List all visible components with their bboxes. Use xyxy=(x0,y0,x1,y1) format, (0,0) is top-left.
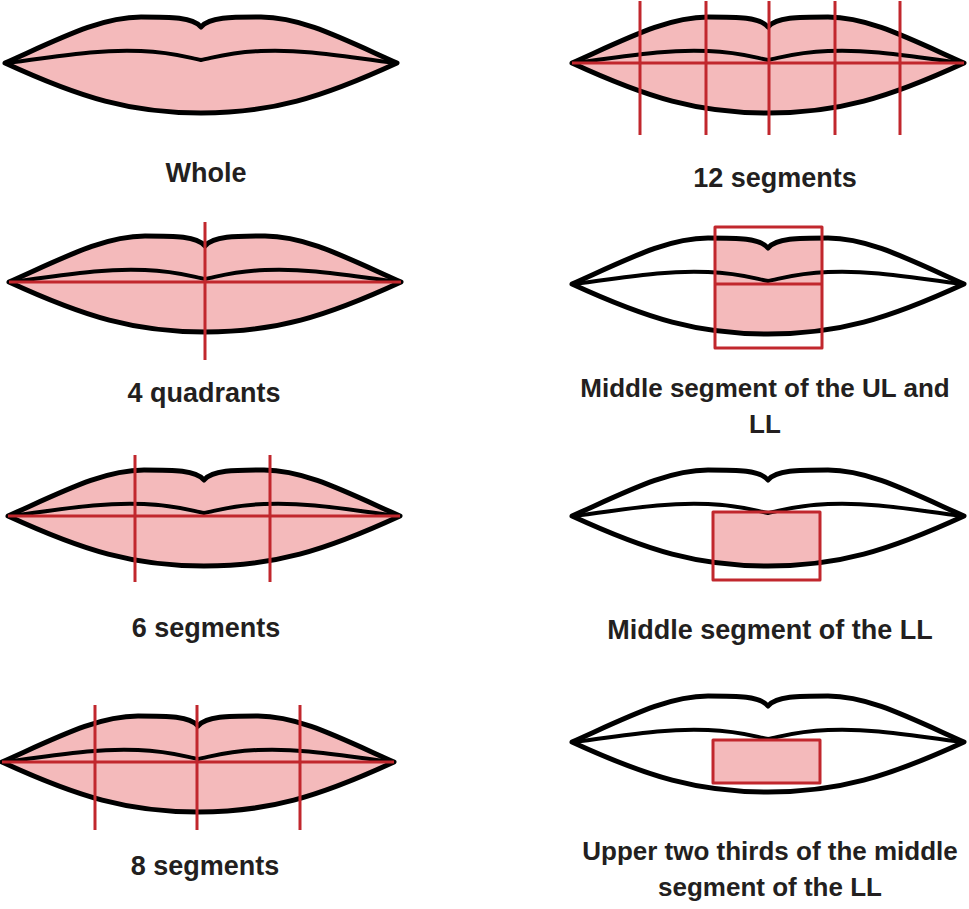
caption-label: 12 segments xyxy=(585,160,965,197)
lips-quadrants xyxy=(9,222,401,360)
lips-upper-two-thirds-ll xyxy=(572,696,964,792)
caption-label: 4 quadrants xyxy=(14,375,394,412)
caption-label: Middle segment of the UL and LL xyxy=(565,370,965,442)
caption-label: Upper two thirds of the middle segment o… xyxy=(575,833,965,905)
caption-label: 6 segments xyxy=(16,610,396,647)
lips-middle-ll xyxy=(572,470,964,580)
lips-whole xyxy=(5,17,397,113)
lips-twelve-segments xyxy=(572,1,964,135)
lips-six-segments xyxy=(8,455,400,582)
caption-label: Middle segment of the LL xyxy=(575,612,965,649)
caption-label: 8 segments xyxy=(15,848,395,885)
caption-label: Whole xyxy=(16,155,396,192)
lips-middle-ul-ll xyxy=(572,227,964,348)
lips-eight-segments xyxy=(2,705,394,830)
